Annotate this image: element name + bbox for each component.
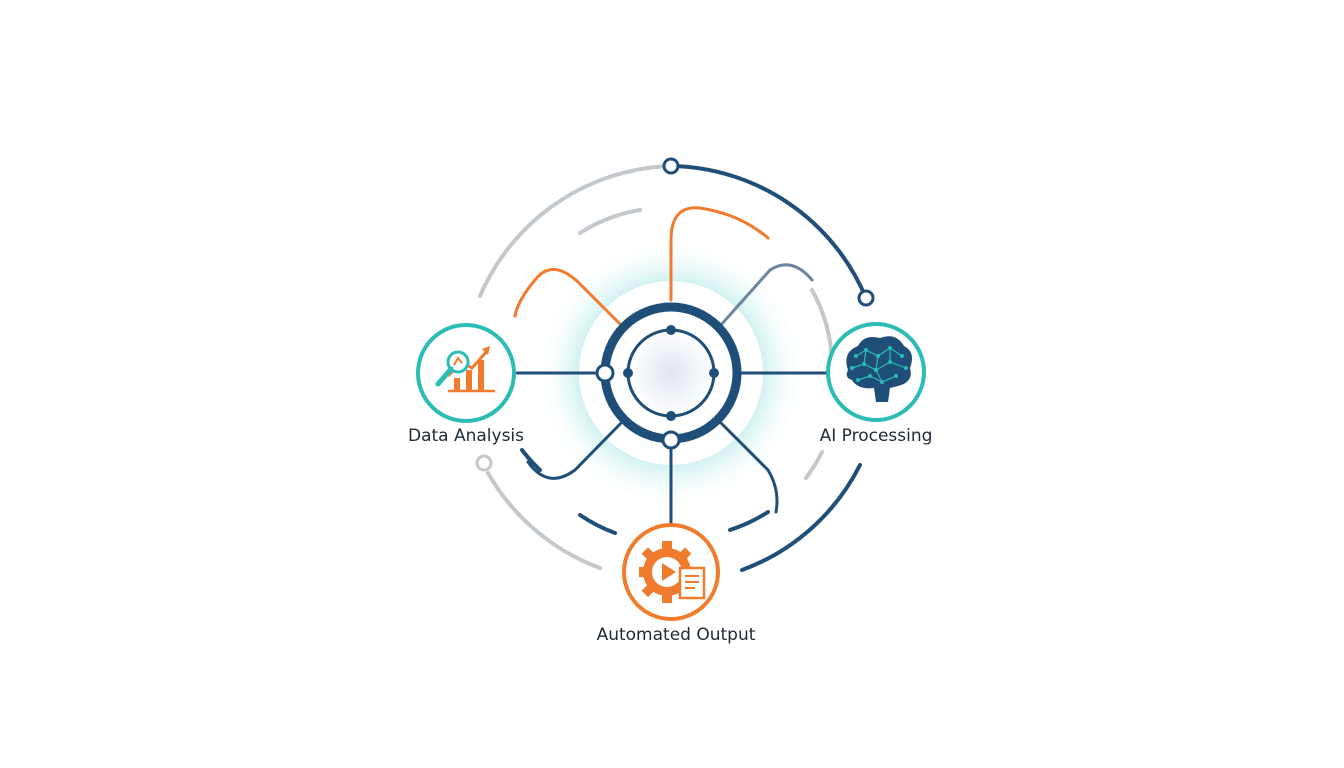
spoke-gray-upper-right: [718, 263, 814, 328]
ai-processing-label: AI Processing: [819, 426, 933, 446]
outer-orbit: [478, 164, 868, 572]
node-automated-output: [622, 523, 720, 621]
inner-arc-gray-top: [578, 208, 642, 235]
hub-dot-bottom: [666, 411, 676, 421]
node-data-analysis: [416, 323, 516, 423]
hub-dot-right: [709, 368, 719, 378]
inner-arc-navy-bottom-right: [728, 510, 770, 532]
outer-arc-gray-top: [478, 164, 673, 298]
spoke-orange-upper-left: [513, 268, 624, 328]
hub-dot-top: [666, 325, 676, 335]
connector-bottom-left: [475, 454, 493, 472]
connector-hub-bottom: [661, 430, 681, 450]
connector-rings: [475, 157, 875, 472]
spoke-orange-top: [669, 206, 770, 302]
hub-dot-left: [623, 368, 633, 378]
data-analysis-label: Data Analysis: [407, 426, 525, 446]
inner-arc-gray-right: [810, 288, 834, 364]
connector-top-right: [857, 289, 875, 307]
hub-inner-core: [626, 328, 716, 418]
connector-top: [662, 157, 680, 175]
hub-dots: [623, 325, 719, 421]
brain-network-icon: [846, 336, 912, 402]
spoke-navy-lower-right: [716, 418, 779, 514]
node-ai-processing: [826, 322, 926, 422]
inner-arc-navy-bottom-left: [578, 513, 617, 535]
gear-play-document-icon: [639, 541, 706, 603]
outer-arc-navy-top-right: [669, 164, 868, 300]
chart-magnifier-icon: [435, 346, 495, 393]
spoke-navy-lower-left: [526, 418, 626, 480]
inner-arc-navy-left: [520, 448, 542, 472]
spokes: [513, 206, 830, 526]
outer-arc-gray-bottom-left: [486, 471, 602, 570]
inner-arc-gray-bottom-right: [804, 450, 824, 480]
automated-output-label: Automated Output: [596, 625, 756, 645]
outer-arc-navy-bottom-right: [740, 463, 862, 572]
connector-hub-left: [595, 363, 615, 383]
